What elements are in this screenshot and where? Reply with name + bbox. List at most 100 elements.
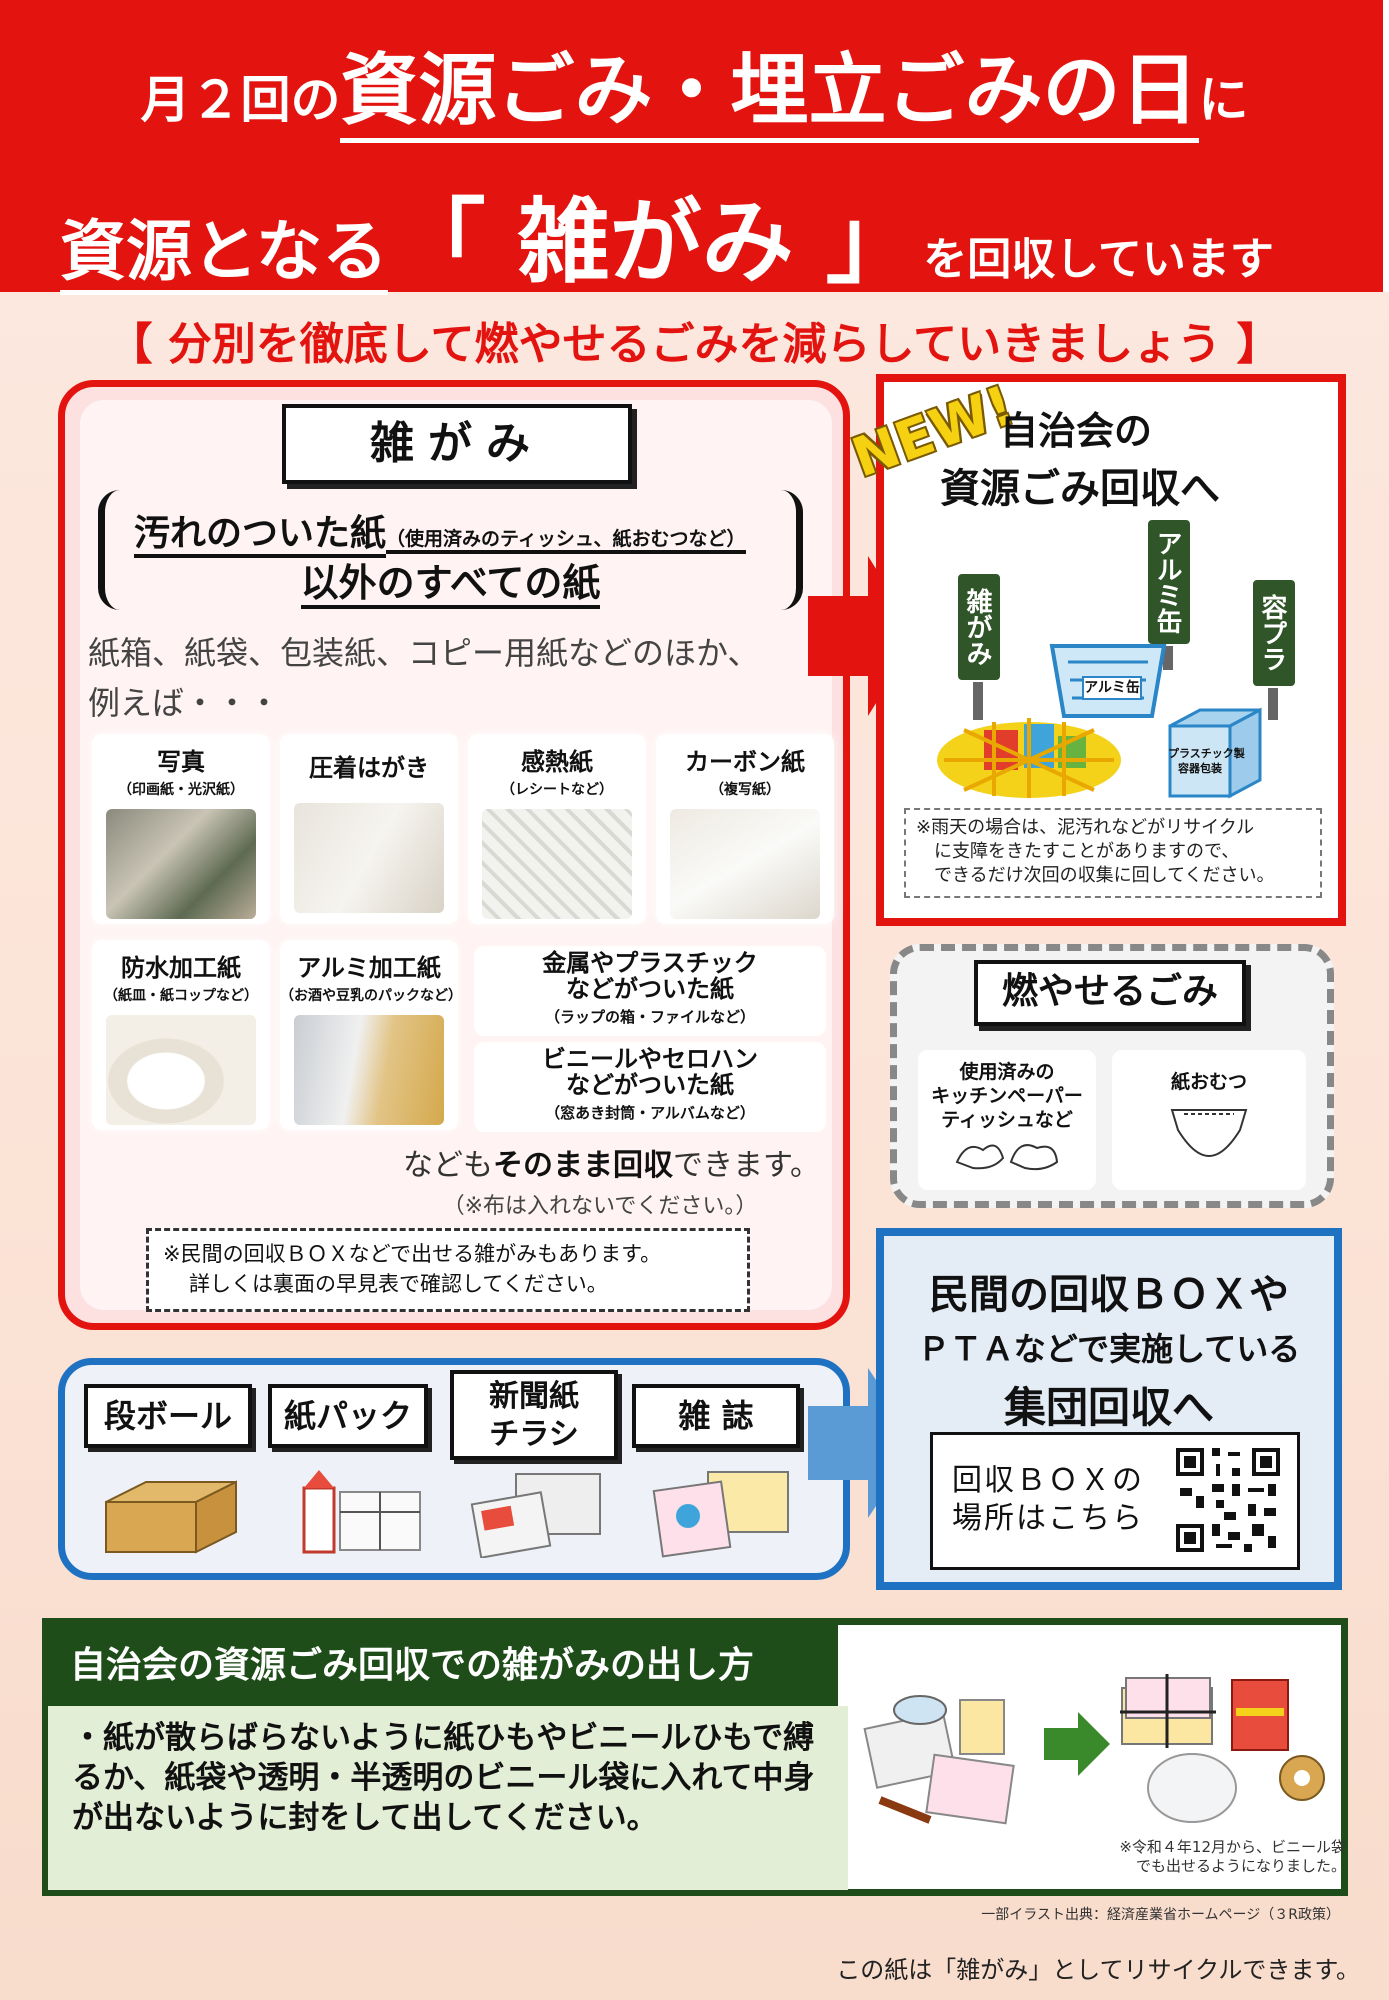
- header-l2-post: を回収しています: [923, 234, 1274, 285]
- aluminum-pack-image: [294, 1015, 444, 1125]
- tile-sub: （紙皿・紙コップなど）: [104, 988, 258, 1004]
- cardboard-box-icon: [105, 1480, 237, 1554]
- asis-post: できます。: [673, 1148, 820, 1183]
- as-is-collection-line: などもそのまま回収できます。: [340, 1140, 820, 1184]
- item-newspaper-flyer: 新聞紙 チラシ: [450, 1370, 618, 1460]
- qr-caption: 回収ＢＯＸの 場所はこちら: [952, 1462, 1144, 1538]
- burnable-item-kitchen-paper: 使用済みの キッチンペーパー ティッシュなど: [918, 1050, 1096, 1190]
- item-cardboard: 段ボール: [84, 1384, 252, 1448]
- qr-code-icon[interactable]: [1172, 1444, 1284, 1556]
- header-l1-post: に: [1198, 71, 1249, 129]
- box-label-line-1: プラスチック製: [1168, 747, 1245, 760]
- plastic-box-icon: [1168, 707, 1262, 799]
- net-bundle-icon: [937, 718, 1121, 798]
- header-l1-pre: 月２回の: [140, 71, 341, 129]
- diaper-icon: [1170, 1109, 1248, 1158]
- tile-photo: 写真 （印画紙・光沢紙）: [92, 734, 270, 924]
- newspaper-bundle-icon: [470, 1473, 601, 1558]
- howto-title-bar: [48, 1624, 838, 1706]
- slogan: 【 分別を徹底して燃やせるごみを減らしていきましょう 】: [108, 319, 1281, 370]
- howto-title: 自治会の資源ごみ回収での雑がみの出し方: [70, 1645, 755, 1686]
- header-line-2: 資源となる 「 雑がみ 」 を回収しています: [60, 168, 1360, 301]
- burnable-title: 燃やせるごみ: [974, 960, 1246, 1026]
- tile-vinyl-cellophane-paper: ビニールやセロハン などがついた紙 （窓あき封筒・アルバムなど）: [474, 1042, 826, 1132]
- tile-pressure-postcard: 圧着はがき: [280, 734, 458, 924]
- private-box-note: ※民間の回収ＢＯＸなどで出せる雑がみもあります。 詳しくは裏面の早見表で確認して…: [146, 1228, 750, 1312]
- definition-main: 汚れのついた紙: [134, 513, 387, 558]
- tile-name: 感熱紙: [521, 748, 593, 776]
- howto-body: ・紙が散らばらないように紙ひもやビニールひもで縛るか、紙袋や透明・半透明のビニー…: [72, 1720, 815, 1836]
- burn-item-line-2: キッチンペーパー: [931, 1085, 1083, 1107]
- howto-body-bg: [48, 1706, 848, 1890]
- burn-item-label: 紙おむつ: [1170, 1071, 1247, 1093]
- magazine-bundle-icon: [652, 1471, 789, 1558]
- tile-sub: （お酒や豆乳のパックなど）: [280, 988, 462, 1004]
- tile-sub: （印画紙・光沢紙）: [118, 782, 244, 798]
- tile-waterproof-paper: 防水加工紙 （紙皿・紙コップなど）: [92, 940, 270, 1130]
- vinyl-note-line-1: ※令和４年12月から、ビニール袋: [1119, 1838, 1346, 1856]
- definition-bracket: [98, 490, 803, 610]
- tile-name: アルミ加工紙: [297, 954, 441, 982]
- bundled-paper-icon: [1120, 1674, 1325, 1823]
- header-l2-pre: 資源となる: [60, 213, 389, 295]
- private-box-line-1: 民間の回収ＢＯＸや: [929, 1272, 1289, 1318]
- item-magazine: 雑 誌: [632, 1384, 800, 1448]
- zatsugami-title: 雑がみ: [282, 404, 632, 484]
- definition-sub: （使用済みのティッシュ、紙おむつなど）: [386, 528, 746, 554]
- tile-sub: （ラップの箱・ファイルなど）: [544, 1008, 755, 1026]
- jichikai-title-line-1: 自治会の: [1000, 409, 1153, 453]
- box-label-line-2: 容器包装: [1178, 762, 1222, 775]
- item-flyer: チラシ: [489, 1417, 579, 1452]
- burnable-item-diaper: 紙おむつ: [1112, 1050, 1306, 1190]
- illustration-credit: 一部イラスト出典：経済産業省ホームページ（３R政策）: [981, 1907, 1340, 1923]
- examples-line-2: 例えば・・・: [88, 684, 281, 722]
- photo-image: [106, 809, 256, 919]
- tile-line-2: などがついた紙: [566, 1071, 734, 1099]
- header-line-1: 月２回の資源ごみ・埋立ごみの日に: [0, 28, 1389, 143]
- jichikai-title-line-2: 資源ごみ回収へ: [940, 466, 1220, 512]
- tile-line-2: などがついた紙: [566, 975, 734, 1003]
- definition-line-1: 汚れのついた紙（使用済みのティッシュ、紙おむつなど）: [134, 504, 814, 558]
- header-banner: [0, 0, 1389, 292]
- tile-aluminum-paper: アルミ加工紙 （お酒や豆乳のパックなど）: [280, 940, 462, 1130]
- sign-zatsugami: 雑がみ: [956, 572, 1002, 682]
- asis-bold: そのまま回収: [493, 1148, 673, 1183]
- item-newspaper: 新聞紙: [489, 1379, 579, 1414]
- crumpled-tissue-icon: [955, 1144, 1059, 1171]
- loose-paper-icon: [863, 1695, 1015, 1825]
- tile-sub: （複写紙）: [710, 782, 780, 798]
- rain-note-line-1: ※雨天の場合は、泥汚れなどがリサイクル: [916, 817, 1255, 838]
- tile-metal-plastic-paper: 金属やプラスチック などがついた紙 （ラップの箱・ファイルなど）: [474, 946, 826, 1036]
- cloth-note: （※布は入れないでください。）: [442, 1194, 758, 1219]
- footer-note: この紙は「雑がみ」としてリサイクルできます。: [836, 1956, 1360, 1984]
- receipt-image: [482, 809, 632, 919]
- definition-line-2-text: 以外のすべての紙: [300, 561, 601, 609]
- vinyl-bag-note: ※令和４年12月から、ビニール袋 でも出せるようになりました。: [1070, 1838, 1346, 1876]
- asis-pre: なども: [403, 1148, 493, 1183]
- qr-caption-line-2: 場所はこちら: [952, 1501, 1144, 1536]
- tile-sub: （レシートなど）: [501, 782, 613, 798]
- paper-plate-image: [106, 1015, 256, 1125]
- tile-name: 写真: [157, 748, 205, 776]
- rain-note: ※雨天の場合は、泥汚れなどがリサイクル に支障をきたすことがありますので、 でき…: [904, 808, 1322, 898]
- header-l2-main: 「 雑がみ 」: [393, 189, 918, 296]
- private-note-line-1: ※民間の回収ＢＯＸなどで出せる雑がみもあります。: [163, 1242, 662, 1266]
- tile-sub: （窓あき封筒・アルバムなど）: [545, 1104, 755, 1122]
- definition-line-2: 以外のすべての紙: [98, 552, 803, 609]
- private-box-line-3: 集団回収へ: [1003, 1383, 1214, 1432]
- private-note-line-2: 詳しくは裏面の早見表で確認してください。: [189, 1272, 608, 1296]
- rain-note-line-3: できるだけ次回の収集に回してください。: [934, 865, 1275, 886]
- carbon-image: [670, 809, 820, 919]
- private-box-line-2: ＰＴＡなどで実施している: [917, 1330, 1301, 1368]
- examples-line-1: 紙箱、紙袋、包装紙、コピー用紙などのほか、: [88, 634, 760, 672]
- rain-note-line-2: に支障をきたすことがありますので、: [934, 841, 1240, 862]
- milk-carton-icon: [302, 1470, 421, 1554]
- tile-thermal-paper: 感熱紙 （レシートなど）: [468, 734, 646, 924]
- basket-label: アルミ缶: [1082, 676, 1142, 700]
- tile-line-1: ビニールやセロハン: [542, 1045, 758, 1073]
- arrow-right-green-icon: [1044, 1712, 1110, 1776]
- item-paper-pack: 紙パック: [268, 1384, 428, 1448]
- examples-intro: 紙箱、紙袋、包装紙、コピー用紙などのほか、 例えば・・・: [88, 628, 828, 728]
- tile-name: カーボン紙: [685, 748, 805, 776]
- tile-name: 防水加工紙: [121, 954, 241, 982]
